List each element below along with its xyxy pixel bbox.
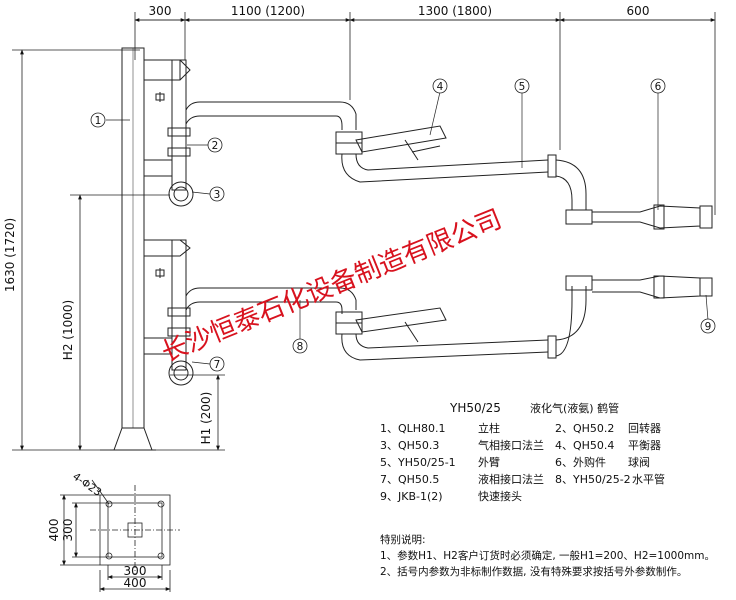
lower-arm (167, 239, 713, 386)
base-width-outer: 400 (124, 576, 147, 590)
special-notes: 特别说明: 1、参数H1、H2客户订货时必须确定, 一般H1=200、H2=10… (380, 533, 715, 578)
legend-item-7-name: 液相接口法兰 (478, 472, 544, 486)
callout-2: 2 (212, 140, 219, 152)
callout-numbers: 1 2 3 4 5 6 7 8 9 (95, 81, 712, 371)
legend-item-3-num: 3、QH50.3 (380, 439, 439, 452)
legend-item-1-num: 1、QLH80.1 (380, 422, 446, 435)
dim-1100: 1100 (1200) (231, 4, 305, 18)
base-height-inner: 300 (61, 519, 75, 542)
legend-item-5-num: 5、YH50/25-1 (380, 456, 456, 469)
callout-7: 7 (214, 359, 221, 371)
legend-item-9-num: 9、JKB-1(2) (380, 490, 443, 503)
notes-line-1: 1、参数H1、H2客户订货时必须确定, 一般H1=200、H2=1000mm。 (380, 549, 715, 562)
legend-item-8-num: 8、YH50/25-2 (555, 473, 631, 486)
dim-300: 300 (149, 4, 172, 18)
notes-heading: 特别说明: (380, 533, 426, 546)
dim-total-height: 1630 (1720) (3, 218, 17, 292)
callout-bubbles (90, 78, 716, 372)
legend-item-4-num: 4、QH50.4 (555, 439, 614, 452)
legend-item-2-num: 2、QH50.2 (555, 422, 614, 435)
callout-9: 9 (705, 321, 712, 333)
legend-item-7-num: 7、QH50.5 (380, 473, 439, 486)
callout-leaders (106, 91, 709, 365)
callout-4: 4 (437, 81, 444, 93)
base-width-inner: 300 (124, 564, 147, 578)
dim-600: 600 (627, 4, 650, 18)
callout-3: 3 (214, 189, 221, 201)
legend-item-6-name: 球阀 (628, 455, 650, 469)
legend-item-3-name: 气相接口法兰 (478, 438, 544, 452)
legend-item-6-num: 6、外购件 (555, 455, 606, 469)
parts-legend: YH50/25 液化气(液氨) 鹤管 1、QLH80.1 立柱 2、QH50.2… (380, 401, 665, 503)
legend-item-5-name: 外臂 (478, 456, 500, 469)
callout-8: 8 (297, 341, 304, 353)
callout-1: 1 (95, 115, 102, 127)
legend-model: YH50/25 (449, 401, 501, 415)
dim-1300: 1300 (1800) (418, 4, 492, 18)
dim-h1: H1 (200) (199, 392, 213, 445)
column-1 (110, 47, 191, 451)
legend-item-9-name: 快速接头 (478, 490, 522, 503)
legend-title: 液化气(液氨) 鹤管 (530, 401, 619, 415)
legend-item-1-name: 立柱 (478, 421, 500, 435)
notes-line-2: 2、括号内参数为非标制作数据, 没有特殊要求按括号外参数制作。 (380, 565, 687, 578)
left-dimension-lines (12, 49, 225, 451)
base-height-outer: 400 (47, 519, 61, 542)
callout-5: 5 (519, 81, 526, 93)
base-plate-view (60, 479, 180, 592)
upper-arm (167, 59, 713, 230)
legend-item-2-name: 回转器 (628, 421, 661, 435)
callout-6: 6 (655, 81, 662, 93)
legend-item-8-name: 水平管 (632, 472, 665, 486)
legend-item-4-name: 平衡器 (628, 439, 661, 452)
top-dimension-chain (134, 12, 716, 215)
dim-h2: H2 (1000) (61, 300, 75, 360)
